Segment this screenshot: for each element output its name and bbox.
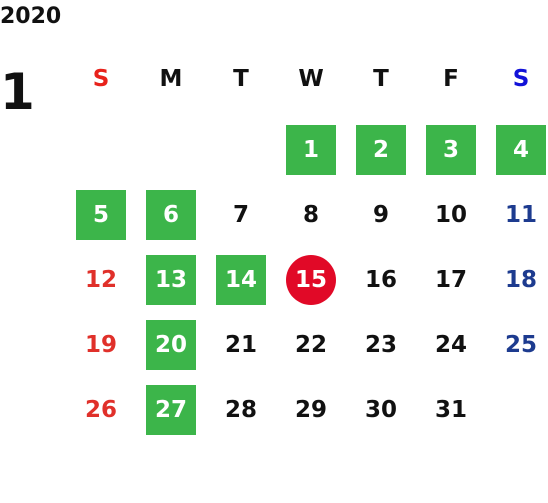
day-cell-17[interactable]: 17 (434, 267, 467, 293)
day-cell-3[interactable]: 3 (426, 125, 476, 175)
day-cell-24[interactable]: 24 (434, 332, 467, 358)
day-cell-18[interactable]: 18 (504, 267, 537, 293)
day-cell-12[interactable]: 12 (84, 267, 117, 293)
weekday-header-tue: T (233, 66, 249, 92)
day-cell-15[interactable]: 15 (286, 255, 336, 305)
weekday-header-sun: S (92, 66, 110, 92)
day-cell-31[interactable]: 31 (434, 397, 467, 423)
weekday-header-fri: F (443, 66, 459, 92)
day-cell-9[interactable]: 9 (372, 202, 389, 228)
day-cell-19[interactable]: 19 (84, 332, 117, 358)
day-cell-6[interactable]: 6 (146, 190, 196, 240)
day-cell-11[interactable]: 11 (504, 202, 537, 228)
day-cell-22[interactable]: 22 (294, 332, 327, 358)
day-cell-23[interactable]: 23 (364, 332, 397, 358)
month-number: 1 (0, 63, 35, 121)
day-cell-2[interactable]: 2 (356, 125, 406, 175)
weekday-header-mon: M (159, 66, 183, 92)
day-cell-27[interactable]: 27 (146, 385, 196, 435)
day-cell-16[interactable]: 16 (364, 267, 397, 293)
day-cell-14[interactable]: 14 (216, 255, 266, 305)
day-cell-5[interactable]: 5 (76, 190, 126, 240)
day-cell-28[interactable]: 28 (224, 397, 257, 423)
day-cell-21[interactable]: 21 (224, 332, 257, 358)
weekday-header-sat: S (512, 66, 530, 92)
day-cell-25[interactable]: 25 (504, 332, 537, 358)
day-cell-7[interactable]: 7 (232, 202, 249, 228)
day-cell-29[interactable]: 29 (294, 397, 327, 423)
day-cell-20[interactable]: 20 (146, 320, 196, 370)
day-cell-13[interactable]: 13 (146, 255, 196, 305)
weekday-header-wed: W (298, 66, 324, 92)
day-cell-30[interactable]: 30 (364, 397, 397, 423)
day-cell-4[interactable]: 4 (496, 125, 546, 175)
day-cell-8[interactable]: 8 (302, 202, 319, 228)
day-cell-10[interactable]: 10 (434, 202, 467, 228)
day-cell-1[interactable]: 1 (286, 125, 336, 175)
year-label: 2020 (0, 4, 62, 29)
weekday-header-thu: T (373, 66, 389, 92)
day-cell-26[interactable]: 26 (84, 397, 117, 423)
